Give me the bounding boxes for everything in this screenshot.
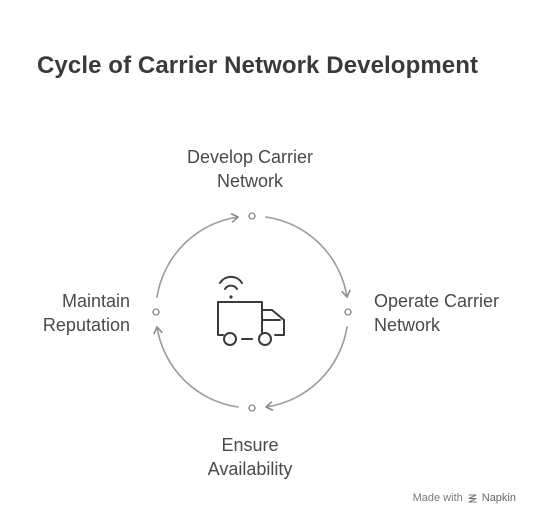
made-with-text: Made with [412,492,463,504]
diagram-title: Cycle of Carrier Network Development [37,52,479,79]
arc-left-to-top [156,213,239,298]
arc-right-to-bottom [265,326,348,411]
made-with-napkin-badge: Made with Napkin [413,492,516,504]
node-dot-left [152,308,160,316]
node-label-maintain-reputation: Maintain Reputation [42,291,130,335]
node-dot-top [248,212,256,220]
node-dot-bottom [248,404,256,412]
node-dot-right [344,308,352,316]
cycle-arcs [153,213,351,411]
node-label-develop-carrier-network: Develop Carrier Network [186,147,314,191]
arc-top-to-right [265,216,351,298]
node-label-operate-carrier-network: Operate Carrier Network [374,291,500,335]
cycle-nodes [152,212,352,412]
napkin-brand-text: Napkin [481,492,516,504]
node-label-ensure-availability: Ensure Availability [207,435,293,479]
napkin-logo-icon [468,493,477,503]
arc-bottom-to-left [153,326,239,408]
truck-with-signal-icon [217,276,285,346]
